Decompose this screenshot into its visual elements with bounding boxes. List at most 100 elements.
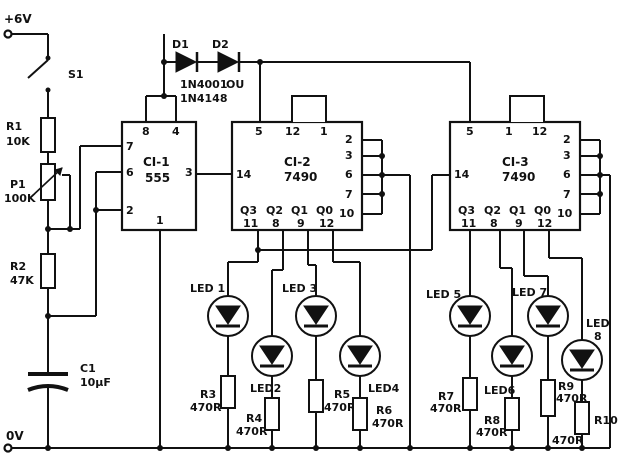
resistor-r9: R9 470R: [540, 379, 588, 448]
led-4: LED4: [339, 335, 400, 398]
svg-text:470R: 470R: [324, 401, 356, 414]
svg-text:10: 10: [339, 207, 355, 220]
ic3-name: CI-3: [502, 155, 529, 169]
svg-text:12: 12: [319, 217, 334, 230]
resistor-r3: R3 470R: [190, 375, 236, 448]
svg-text:10K: 10K: [6, 135, 30, 148]
svg-text:6: 6: [563, 168, 571, 181]
svg-text:R1: R1: [6, 120, 22, 133]
resistor-r10: R10 470R: [552, 401, 618, 448]
svg-text:LED2: LED2: [250, 382, 281, 395]
svg-text:LED: LED: [586, 317, 610, 330]
svg-text:1N4001: 1N4001: [180, 78, 227, 91]
svg-text:R8: R8: [484, 414, 500, 427]
switch-s1: S1: [27, 34, 84, 118]
diodes: D1 D2 1N4001 OU 1N4148: [161, 34, 471, 122]
resistor-r2: R2 47K: [10, 171, 122, 372]
svg-text:11: 11: [461, 217, 476, 230]
svg-text:11: 11: [243, 217, 258, 230]
svg-text:LED 5: LED 5: [426, 288, 461, 301]
s1-label: S1: [68, 68, 84, 81]
svg-text:6: 6: [345, 168, 353, 181]
led-2: LED2: [250, 335, 293, 398]
svg-text:470R: 470R: [552, 434, 584, 447]
ic1-name: CI-1: [143, 155, 170, 169]
svg-text:4: 4: [172, 125, 180, 138]
resistor-r7: R7 470R: [430, 377, 478, 448]
svg-text:470R: 470R: [430, 402, 462, 415]
svg-text:C1: C1: [80, 362, 96, 375]
svg-text:14: 14: [454, 168, 470, 181]
svg-text:1N4148: 1N4148: [180, 92, 227, 105]
svg-text:OU: OU: [226, 78, 244, 91]
svg-text:5: 5: [255, 125, 263, 138]
svg-text:3: 3: [563, 149, 571, 162]
svg-text:5: 5: [466, 125, 474, 138]
svg-text:9: 9: [515, 217, 523, 230]
led-3: LED 3: [282, 282, 337, 380]
svg-text:470R: 470R: [236, 425, 268, 438]
vcc-label: +6V: [4, 12, 32, 26]
svg-text:1: 1: [505, 125, 513, 138]
svg-text:P1: P1: [10, 178, 26, 191]
svg-text:Q0: Q0: [316, 204, 333, 217]
svg-text:9: 9: [297, 217, 305, 230]
svg-text:LED 7: LED 7: [512, 286, 547, 299]
svg-text:R2: R2: [10, 260, 26, 273]
svg-text:7: 7: [345, 188, 353, 201]
led-6: LED6: [484, 335, 533, 398]
ic2-part: 7490: [284, 170, 317, 184]
ic2-7490: 5 12 1 2 3 6 7 10 14 CI-2 7490 Q3 Q2 Q1 …: [230, 95, 411, 448]
svg-text:7: 7: [563, 188, 571, 201]
svg-text:Q1: Q1: [509, 204, 526, 217]
svg-text:12: 12: [537, 217, 552, 230]
svg-text:3: 3: [345, 149, 353, 162]
svg-text:1: 1: [156, 214, 164, 227]
ic1-part: 555: [145, 171, 170, 185]
svg-text:R10: R10: [594, 414, 618, 427]
svg-text:12: 12: [285, 125, 300, 138]
svg-text:470R: 470R: [372, 417, 404, 430]
svg-text:Q2: Q2: [484, 204, 501, 217]
svg-text:Q3: Q3: [240, 204, 257, 217]
svg-text:LED 1: LED 1: [190, 282, 225, 295]
svg-text:2: 2: [126, 204, 134, 217]
svg-text:Q2: Q2: [266, 204, 283, 217]
svg-text:LED4: LED4: [368, 382, 400, 395]
svg-text:LED6: LED6: [484, 384, 516, 397]
potentiometer-p1: P1 100K: [4, 145, 122, 254]
resistor-r8: R8 470R: [476, 397, 520, 448]
svg-text:1: 1: [320, 125, 328, 138]
svg-text:14: 14: [236, 168, 252, 181]
led-5: LED 5: [426, 288, 491, 378]
cascade-wire: [255, 174, 450, 253]
svg-text:D1: D1: [172, 38, 189, 51]
svg-text:8: 8: [142, 125, 150, 138]
svg-text:D2: D2: [212, 38, 229, 51]
svg-text:LED 3: LED 3: [282, 282, 317, 295]
ic3-part: 7490: [502, 170, 535, 184]
svg-text:Q3: Q3: [458, 204, 475, 217]
svg-text:12: 12: [532, 125, 547, 138]
ic3-7490: 5 1 12 2 3 6 7 10 14 CI-3 7490 Q3 Q2 Q1 …: [448, 95, 611, 448]
svg-text:100K: 100K: [4, 192, 36, 205]
svg-text:Q0: Q0: [534, 204, 551, 217]
led-7: LED 7: [512, 286, 569, 380]
gnd-label: 0V: [6, 429, 24, 443]
ic2-name: CI-2: [284, 155, 311, 169]
svg-text:8: 8: [272, 217, 280, 230]
svg-text:7: 7: [126, 140, 134, 153]
ic3-led-wiring: [469, 230, 583, 340]
resistor-r1: R1 10K: [6, 117, 56, 164]
resistor-r6: R6 470R: [352, 397, 404, 448]
svg-text:10µF: 10µF: [80, 376, 111, 389]
svg-text:6: 6: [126, 166, 134, 179]
svg-text:R7: R7: [438, 390, 454, 403]
svg-text:2: 2: [345, 133, 353, 146]
svg-text:47K: 47K: [10, 274, 34, 287]
svg-text:470R: 470R: [476, 426, 508, 439]
svg-text:Q1: Q1: [291, 204, 308, 217]
resistor-r4: R4 470R: [236, 397, 280, 448]
svg-text:2: 2: [563, 133, 571, 146]
